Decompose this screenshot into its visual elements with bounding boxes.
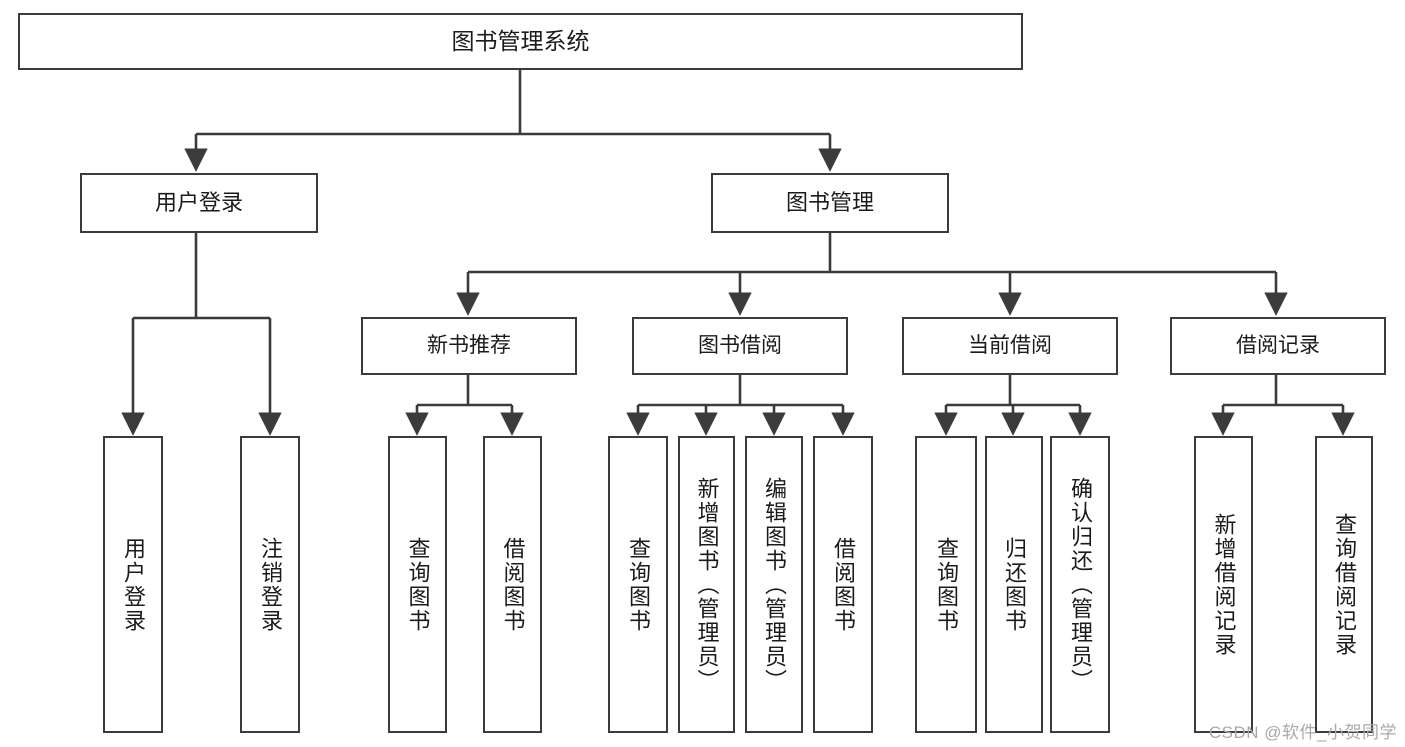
node-leaf-logout-login-label: 注销登录	[258, 536, 283, 633]
node-leaf-borrow-book-2-label: 借阅图书	[831, 536, 856, 633]
node-leaf-confirm-return-label: 确认归还（管理员）	[1068, 476, 1093, 693]
node-leaf-add-record[interactable]: 新增借阅记录	[1194, 436, 1253, 733]
node-leaf-query-book-2-label: 查询图书	[626, 536, 651, 633]
node-leaf-user-login[interactable]: 用户登录	[103, 436, 163, 733]
node-leaf-return-book-label: 归还图书	[1002, 536, 1027, 633]
node-current-borrow[interactable]: 当前借阅	[902, 317, 1118, 375]
node-leaf-borrow-book-1[interactable]: 借阅图书	[483, 436, 542, 733]
node-leaf-query-record-label: 查询借阅记录	[1332, 512, 1357, 657]
node-borrow-record-label: 借阅记录	[1236, 334, 1320, 358]
node-new-book-recommend-label: 新书推荐	[427, 334, 511, 358]
node-leaf-logout-login[interactable]: 注销登录	[240, 436, 300, 733]
node-root[interactable]: 图书管理系统	[18, 13, 1023, 70]
node-book-manage-label: 图书管理	[785, 189, 874, 215]
node-book-manage[interactable]: 图书管理	[711, 173, 949, 233]
node-leaf-borrow-book-1-label: 借阅图书	[500, 536, 526, 633]
node-current-borrow-label: 当前借阅	[968, 334, 1052, 358]
node-leaf-return-book[interactable]: 归还图书	[985, 436, 1043, 733]
node-book-borrow[interactable]: 图书借阅	[632, 317, 848, 375]
node-user-login[interactable]: 用户登录	[80, 173, 318, 233]
node-leaf-add-record-label: 新增借阅记录	[1211, 512, 1237, 657]
node-leaf-confirm-return[interactable]: 确认归还（管理员）	[1050, 436, 1110, 733]
node-borrow-record[interactable]: 借阅记录	[1170, 317, 1386, 375]
node-leaf-borrow-book-2[interactable]: 借阅图书	[813, 436, 873, 733]
node-leaf-query-book-1[interactable]: 查询图书	[388, 436, 447, 733]
node-user-login-label: 用户登录	[154, 189, 243, 215]
node-leaf-edit-book-label: 编辑图书（管理员）	[762, 476, 787, 693]
node-root-label: 图书管理系统	[451, 27, 590, 54]
node-leaf-query-book-2[interactable]: 查询图书	[608, 436, 668, 733]
node-leaf-query-book-3-label: 查询图书	[934, 536, 959, 633]
node-leaf-query-book-1-label: 查询图书	[405, 536, 431, 633]
node-leaf-add-book[interactable]: 新增图书（管理员）	[678, 436, 735, 733]
node-new-book-recommend[interactable]: 新书推荐	[361, 317, 577, 375]
node-book-borrow-label: 图书借阅	[698, 334, 782, 358]
node-leaf-query-book-3[interactable]: 查询图书	[915, 436, 977, 733]
node-leaf-user-login-label: 用户登录	[121, 536, 146, 633]
node-leaf-add-book-label: 新增图书（管理员）	[694, 476, 720, 693]
watermark: CSDN @软件_小贺同学	[1208, 723, 1397, 742]
node-leaf-query-record[interactable]: 查询借阅记录	[1315, 436, 1373, 733]
node-leaf-edit-book[interactable]: 编辑图书（管理员）	[745, 436, 803, 733]
